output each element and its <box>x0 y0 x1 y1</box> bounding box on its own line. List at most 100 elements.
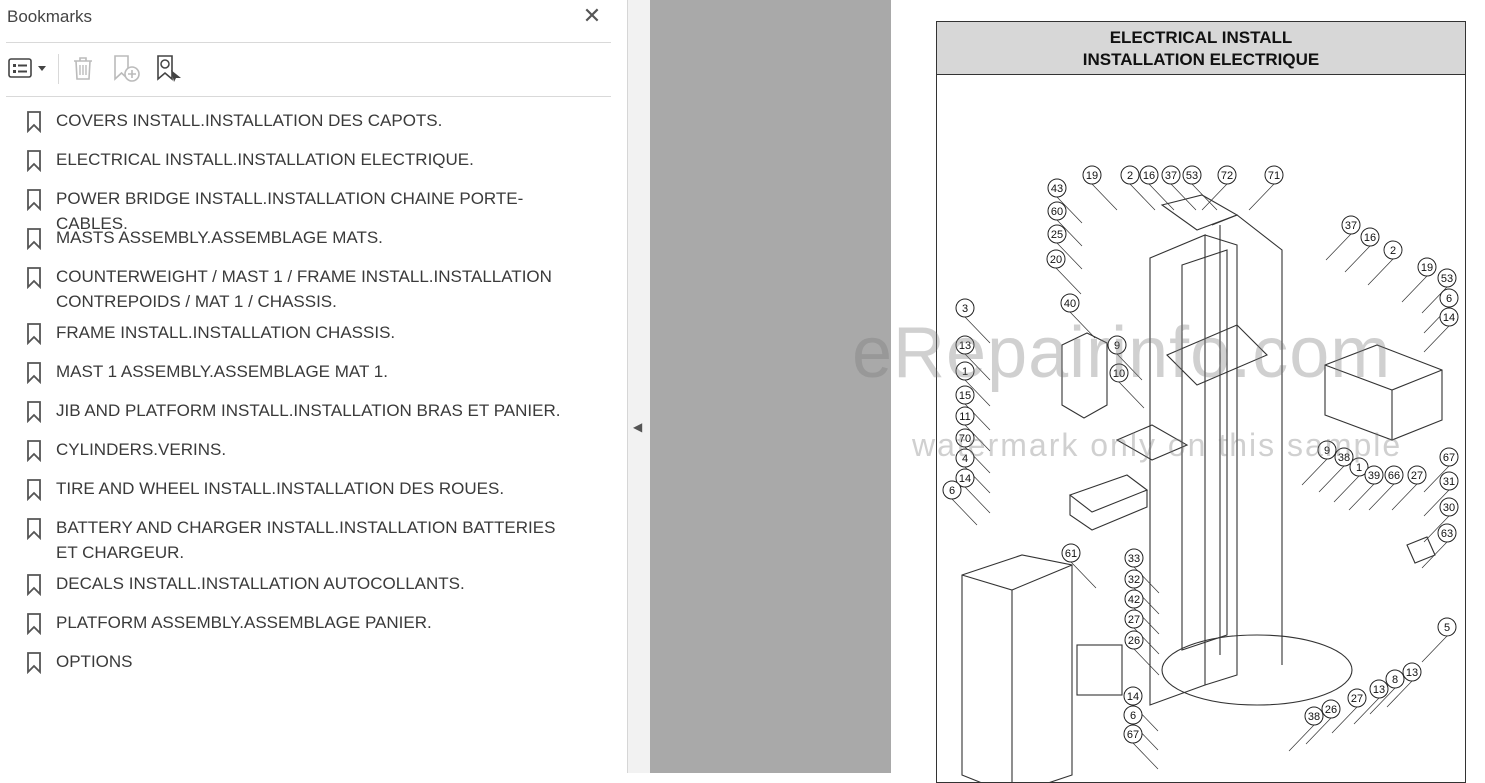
callout-20: 20 <box>1046 249 1066 269</box>
callout-6: 6 <box>942 480 962 500</box>
callout-27: 27 <box>1124 609 1144 629</box>
svg-text:37: 37 <box>1165 170 1177 182</box>
callout-1: 1 <box>1349 457 1369 477</box>
bookmark-icon <box>27 228 41 250</box>
callout-60: 60 <box>1047 201 1067 221</box>
watermark-main: eRepairinfo.com <box>852 313 1392 393</box>
callout-15: 15 <box>955 385 975 405</box>
svg-text:9: 9 <box>1114 340 1120 352</box>
svg-text:37: 37 <box>1345 220 1357 232</box>
svg-text:14: 14 <box>1443 312 1455 324</box>
bookmark-label: MASTS ASSEMBLY.ASSEMBLAGE MATS. <box>56 228 383 247</box>
close-icon[interactable]: ✕ <box>582 3 602 28</box>
callout-67: 67 <box>1123 724 1143 744</box>
svg-text:60: 60 <box>1051 206 1063 218</box>
svg-text:14: 14 <box>1127 691 1139 703</box>
callout-39: 39 <box>1364 465 1384 485</box>
svg-text:1: 1 <box>962 366 968 378</box>
callout-4: 4 <box>955 448 975 468</box>
bookmark-item[interactable]: MASTS ASSEMBLY.ASSEMBLAGE MATS. <box>0 225 566 250</box>
callout-30: 30 <box>1439 497 1459 517</box>
callout-27: 27 <box>1347 688 1367 708</box>
bookmark-label: COVERS INSTALL.INSTALLATION DES CAPOTS. <box>56 111 443 130</box>
bookmark-label: POWER BRIDGE INSTALL.INSTALLATION CHAINE… <box>56 189 524 233</box>
callout-63: 63 <box>1437 523 1457 543</box>
bookmark-item[interactable]: COUNTERWEIGHT / MAST 1 / FRAME INSTALL.I… <box>0 264 566 314</box>
callout-5: 5 <box>1437 617 1457 637</box>
svg-text:43: 43 <box>1051 183 1063 195</box>
bookmark-item[interactable]: POWER BRIDGE INSTALL.INSTALLATION CHAINE… <box>0 186 566 236</box>
bookmark-item[interactable]: JIB AND PLATFORM INSTALL.INSTALLATION BR… <box>0 398 566 423</box>
bookmark-item[interactable]: CYLINDERS.VERINS. <box>0 437 566 462</box>
bookmark-label: FRAME INSTALL.INSTALLATION CHASSIS. <box>56 323 396 342</box>
bookmark-item[interactable]: COVERS INSTALL.INSTALLATION DES CAPOTS. <box>0 108 566 133</box>
callout-13: 13 <box>955 335 975 355</box>
callout-26: 26 <box>1124 630 1144 650</box>
svg-text:19: 19 <box>1421 262 1433 274</box>
bookmark-item[interactable]: PLATFORM ASSEMBLY.ASSEMBLAGE PANIER. <box>0 610 566 635</box>
svg-text:6: 6 <box>1130 710 1136 722</box>
find-bookmark-icon[interactable] <box>153 52 185 84</box>
callout-70: 70 <box>955 428 975 448</box>
bookmarks-panel: Bookmarks ✕ COVERS INSTALL.INSTALLATION … <box>0 0 628 773</box>
callout-42: 42 <box>1124 589 1144 609</box>
callout-38: 38 <box>1304 706 1324 726</box>
svg-text:67: 67 <box>1443 452 1455 464</box>
svg-text:26: 26 <box>1128 635 1140 647</box>
bookmark-item[interactable]: FRAME INSTALL.INSTALLATION CHASSIS. <box>0 320 566 345</box>
svg-text:9: 9 <box>1324 445 1330 457</box>
callout-6: 6 <box>1123 705 1143 725</box>
callout-19: 19 <box>1082 165 1102 185</box>
callout-14: 14 <box>1123 686 1143 706</box>
document-page: ELECTRICAL INSTALL INSTALLATION ELECTRIQ… <box>852 0 1485 783</box>
svg-text:13: 13 <box>959 340 971 352</box>
svg-text:4: 4 <box>962 453 968 465</box>
bookmark-label: CYLINDERS.VERINS. <box>56 440 227 459</box>
bookmark-icon <box>27 574 41 596</box>
collapse-panel-icon[interactable]: ◀ <box>633 420 643 434</box>
callout-1: 1 <box>955 361 975 381</box>
new-bookmark-icon[interactable] <box>109 52 143 84</box>
callout-61: 61 <box>1061 543 1081 563</box>
bookmark-item[interactable]: MAST 1 ASSEMBLY.ASSEMBLAGE MAT 1. <box>0 359 566 384</box>
svg-text:72: 72 <box>1221 170 1233 182</box>
svg-text:27: 27 <box>1128 614 1140 626</box>
svg-text:13: 13 <box>1406 667 1418 679</box>
callout-26: 26 <box>1321 699 1341 719</box>
callout-71: 71 <box>1264 165 1284 185</box>
callout-72: 72 <box>1217 165 1237 185</box>
bookmark-icon <box>27 652 41 674</box>
bookmark-item[interactable]: OPTIONS <box>0 649 566 674</box>
trash-icon[interactable] <box>68 52 98 84</box>
svg-text:1: 1 <box>1356 462 1362 474</box>
callout-37: 37 <box>1341 215 1361 235</box>
svg-text:6: 6 <box>1446 293 1452 305</box>
bookmark-icon <box>27 189 41 211</box>
svg-text:10: 10 <box>1113 368 1125 380</box>
svg-text:53: 53 <box>1186 170 1198 182</box>
callout-53: 53 <box>1182 165 1202 185</box>
svg-text:8: 8 <box>1392 674 1398 686</box>
svg-text:15: 15 <box>959 390 971 402</box>
callout-66: 66 <box>1384 465 1404 485</box>
svg-text:53: 53 <box>1441 273 1453 285</box>
svg-text:70: 70 <box>959 433 971 445</box>
bookmark-item[interactable]: BATTERY AND CHARGER INSTALL.INSTALLATION… <box>0 515 566 565</box>
svg-text:31: 31 <box>1443 476 1455 488</box>
callout-67: 67 <box>1439 447 1459 467</box>
svg-text:30: 30 <box>1443 502 1455 514</box>
svg-text:25: 25 <box>1051 229 1063 241</box>
svg-text:16: 16 <box>1143 170 1155 182</box>
callout-11: 11 <box>955 406 975 426</box>
panel-splitter[interactable] <box>628 0 650 773</box>
callout-8: 8 <box>1385 669 1405 689</box>
svg-text:32: 32 <box>1128 574 1140 586</box>
callout-16: 16 <box>1360 227 1380 247</box>
bookmark-item[interactable]: TIRE AND WHEEL INSTALL.INSTALLATION DES … <box>0 476 566 501</box>
bookmark-item[interactable]: DECALS INSTALL.INSTALLATION AUTOCOLLANTS… <box>0 571 566 596</box>
bookmark-item[interactable]: ELECTRICAL INSTALL.INSTALLATION ELECTRIQ… <box>0 147 566 172</box>
svg-text:3: 3 <box>962 303 968 315</box>
svg-text:2: 2 <box>1127 170 1133 182</box>
bookmark-options-icon[interactable] <box>6 52 50 84</box>
callout-14: 14 <box>1439 307 1459 327</box>
